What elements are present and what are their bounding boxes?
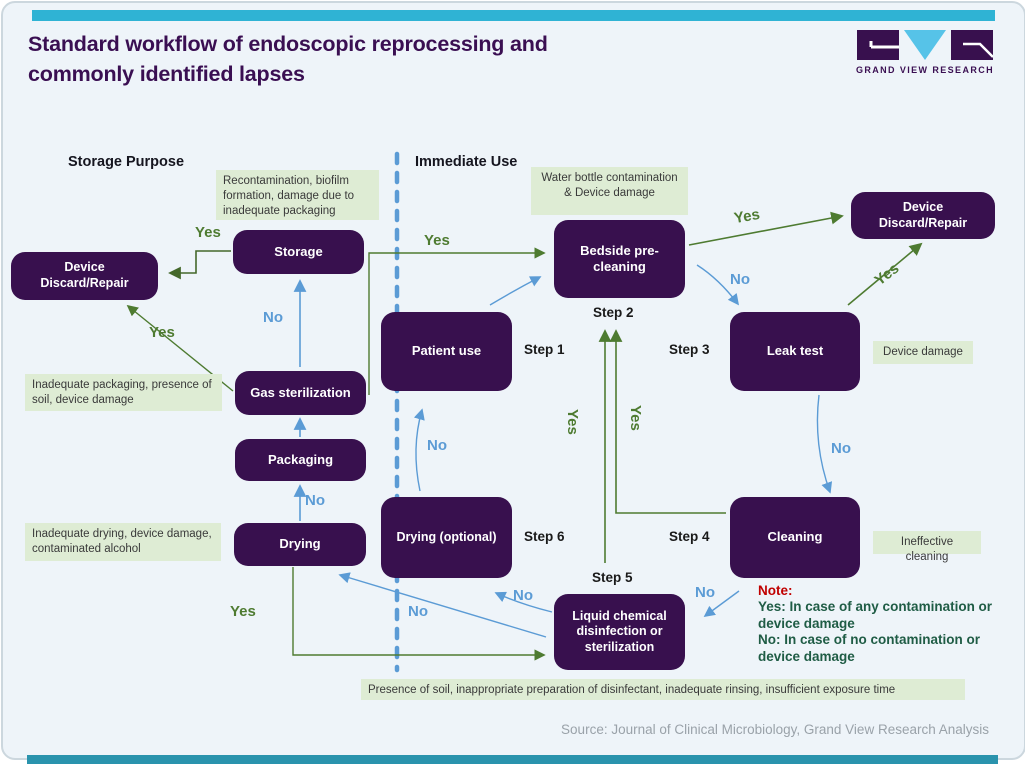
arrow-storage-to-discard: [168, 250, 231, 280]
logo-r-icon: [951, 30, 993, 60]
no-label-cleaning-liquid: No: [695, 584, 715, 601]
yes-label-liquid-step2: Yes: [564, 409, 581, 435]
step-1-label: Step 1: [524, 342, 565, 357]
annotation-device-damage: Device damage: [873, 341, 973, 364]
annotation-water-bottle: Water bottle contamination & Device dama…: [531, 167, 688, 215]
node-storage: Storage: [233, 230, 364, 274]
note-yes-line: Yes: In case of any contamination or dev…: [758, 599, 993, 631]
yes-label-storage-discard: Yes: [195, 224, 221, 241]
section-label-immediate-use: Immediate Use: [415, 154, 518, 170]
node-device-discard-left: Device Discard/Repair: [11, 252, 158, 300]
logo-v-icon: [904, 30, 946, 60]
arrow-cleaning-to-step2: [609, 329, 726, 514]
yes-label-drying-liquid: Yes: [230, 603, 256, 620]
node-device-discard-right: Device Discard/Repair: [851, 192, 995, 239]
note-title: Note:: [758, 583, 793, 598]
no-label-drying-packaging: No: [305, 492, 325, 509]
node-cleaning: Cleaning: [730, 497, 860, 578]
page-title: Standard workflow of endoscopic reproces…: [28, 29, 728, 89]
node-drying: Drying: [234, 523, 366, 566]
page-title-line2: commonly identified lapses: [28, 62, 305, 86]
no-label-liquid-drying: No: [408, 603, 428, 620]
no-label-gas-storage: No: [263, 309, 283, 326]
brand-logo-icon: [855, 30, 995, 60]
no-label-leak-cleaning: No: [831, 440, 851, 457]
node-liquid-chemical: Liquid chemical disinfection or steriliz…: [554, 594, 685, 670]
note-block: Note: Yes: In case of any contamination …: [758, 583, 1003, 665]
node-gas-sterilization: Gas sterilization: [235, 371, 366, 415]
step-5-label: Step 5: [592, 570, 633, 585]
arrow-patient-to-bedside: [489, 276, 542, 306]
source-attribution: Source: Journal of Clinical Microbiology…: [561, 722, 989, 737]
node-drying-optional: Drying (optional): [381, 497, 512, 578]
no-label-dryingopt-patient: No: [427, 437, 447, 454]
annotation-inadequate-packaging: Inadequate packaging, presence of soil, …: [25, 374, 222, 411]
arrow-leak-to-cleaning: [816, 394, 833, 494]
bottom-accent-bar: [27, 755, 998, 764]
node-bedside-precleaning: Bedside pre-cleaning: [554, 220, 685, 298]
arrow-drying-to-liquid: [292, 567, 546, 661]
annotation-recontamination: Recontamination, biofilm formation, dama…: [216, 170, 379, 220]
arrow-bedside-to-leak: [696, 264, 740, 306]
top-accent-bar: [32, 10, 995, 21]
step-3-label: Step 3: [669, 342, 710, 357]
arrow-dryingopt-to-patient: [413, 408, 425, 492]
annotation-disinfection-lapses: Presence of soil, inappropriate preparat…: [361, 679, 965, 700]
node-packaging: Packaging: [235, 439, 366, 481]
arrow-cleaning-to-liquid: [703, 590, 740, 617]
yes-label-gas-discard: Yes: [149, 324, 175, 341]
arrow-leak-to-discard: [847, 242, 923, 306]
no-label-liquid-dryingopt: No: [513, 587, 533, 604]
brand-logo: GRAND VIEW RESEARCH: [855, 30, 995, 75]
note-no-line: No: In case of no contamination or devic…: [758, 632, 981, 664]
brand-name: GRAND VIEW RESEARCH: [855, 65, 995, 75]
logo-g-icon: [857, 30, 899, 60]
step-2-label: Step 2: [593, 305, 634, 320]
arrow-bedside-to-discard: [688, 211, 844, 246]
step-4-label: Step 4: [669, 529, 710, 544]
node-patient-use: Patient use: [381, 312, 512, 391]
annotation-inadequate-drying: Inadequate drying, device damage, contam…: [25, 523, 221, 561]
arrow-liquid-to-dryingopt: [494, 591, 553, 613]
arrow-gas-to-bedside: [368, 247, 546, 395]
yes-label-gas-bedside: Yes: [424, 232, 450, 249]
annotation-ineffective-cleaning: Ineffective cleaning: [873, 531, 981, 563]
step-6-label: Step 6: [524, 529, 565, 544]
arrow-liquid-to-drying: [338, 572, 547, 638]
no-label-bedside-leak: No: [730, 271, 750, 288]
yes-label-cleaning-step2: Yes: [627, 405, 644, 431]
page-title-line1: Standard workflow of endoscopic reproces…: [28, 32, 548, 56]
node-leak-test: Leak test: [730, 312, 860, 391]
section-label-storage-purpose: Storage Purpose: [68, 154, 185, 170]
